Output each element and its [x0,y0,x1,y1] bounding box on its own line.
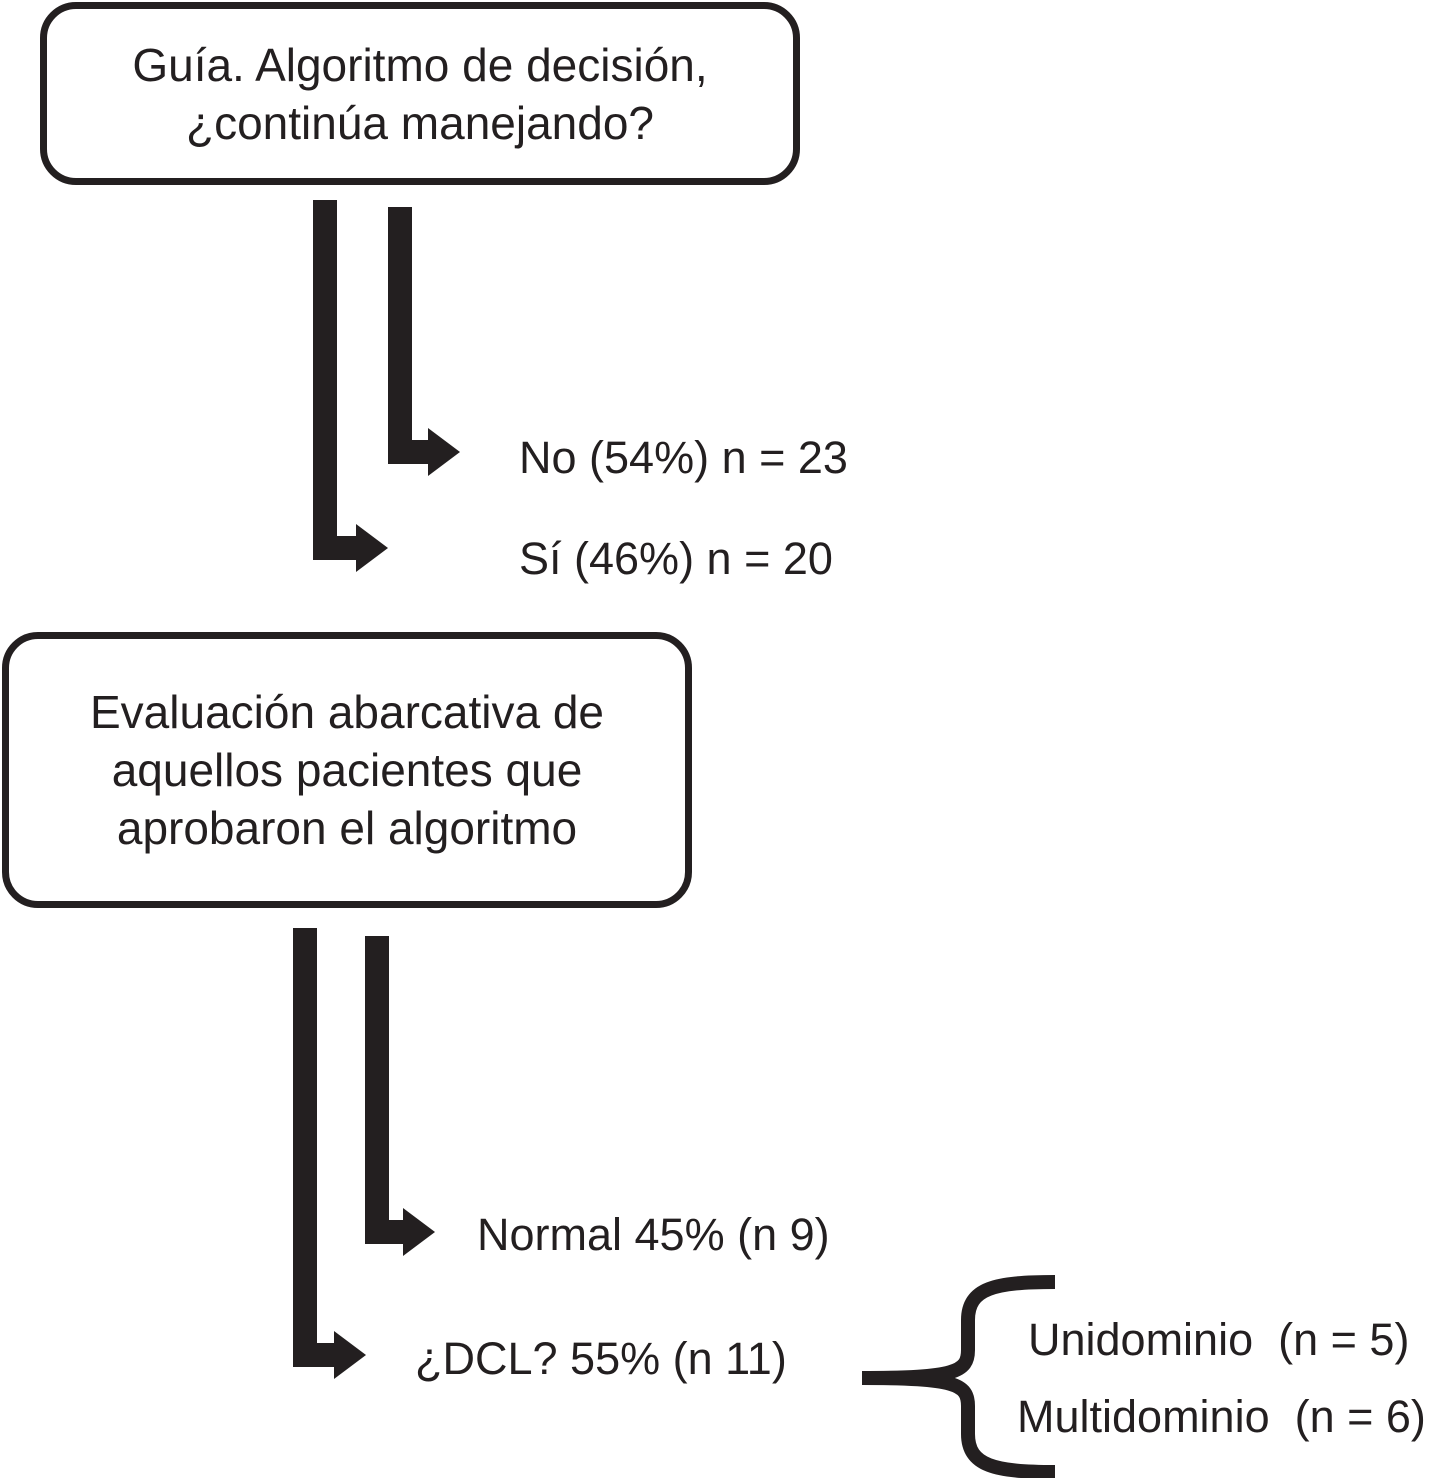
guide-decision-node: Guía. Algoritmo de decisión, ¿continúa m… [40,2,800,185]
arrow-si [313,200,358,560]
outcome-dcl: ¿DCL? 55% (n 11) [415,1333,787,1384]
arrowhead-si [356,524,388,572]
outcome-si: Sí (46%) n = 20 [519,533,833,584]
arrowhead-dcl [334,1331,366,1379]
evaluation-line-1: Evaluación abarcativa de [90,686,604,738]
arrow-normal [365,936,405,1244]
outcome-no: No (54%) n = 23 [519,432,848,483]
subtype-unidominio: Unidominio (n = 5) [1028,1314,1410,1365]
evaluation-line-2: aquellos pacientes que [111,744,583,796]
arrow-dcl [293,928,336,1367]
outcome-normal: Normal 45% (n 9) [477,1209,830,1260]
arrowhead-normal [403,1208,435,1256]
arrow-no [388,207,430,464]
arrowhead-no [428,428,460,476]
curly-brace [861,1275,1056,1478]
evaluation-node: Evaluación abarcativa de aquellos pacien… [2,632,692,908]
guide-line-2: ¿continúa manejando? [186,96,654,149]
guide-line-1: Guía. Algoritmo de decisión, [132,38,708,91]
evaluation-line-3: aprobaron el algoritmo [116,802,578,854]
subtype-multidominio: Multidominio (n = 6) [1017,1391,1426,1442]
